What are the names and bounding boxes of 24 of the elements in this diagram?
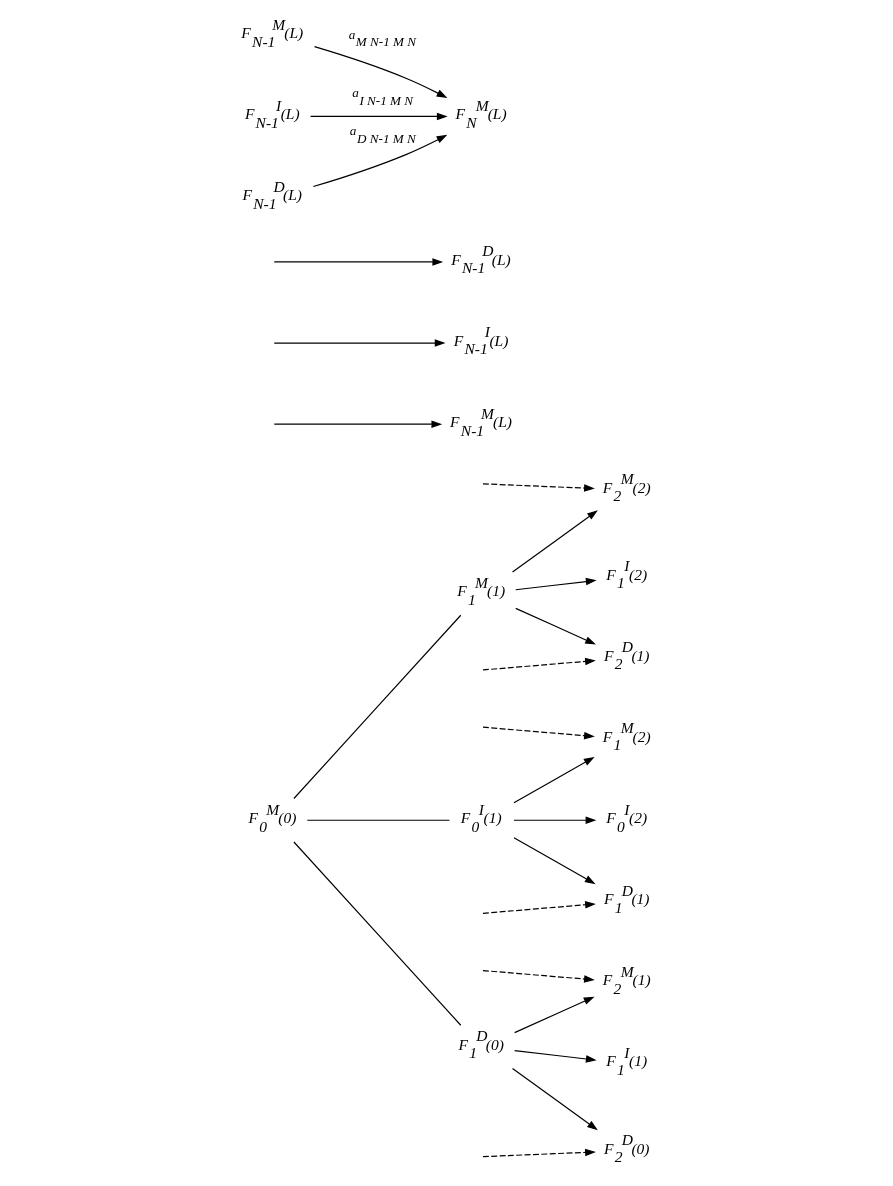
arrow [273,339,446,347]
arrow [482,483,595,492]
arrow [514,1050,597,1063]
arrow [513,816,597,824]
arrow [482,657,596,671]
connector [306,819,451,821]
arrow [511,1067,598,1131]
arrow [511,510,598,573]
connector [293,614,462,800]
arrow [273,258,444,266]
arrow [513,756,595,804]
arrow [309,112,448,121]
arrow [515,577,597,591]
arrow [514,996,595,1034]
arrow [312,134,448,188]
arrow [482,970,595,983]
arrow [482,1148,596,1158]
arrow [482,726,595,740]
arrow [482,901,596,914]
arrow [513,837,596,885]
arrow [273,420,443,428]
arrow [313,46,448,98]
connector [293,841,462,1026]
arrow [515,607,596,645]
